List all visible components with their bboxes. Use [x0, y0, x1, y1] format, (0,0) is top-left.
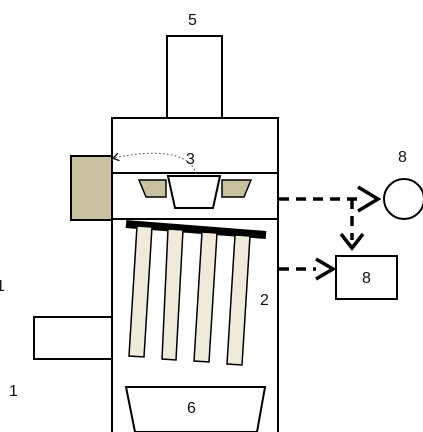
tube-sheet [125, 220, 267, 239]
label-1: 1 [9, 383, 18, 400]
arrowhead-lower [315, 257, 337, 281]
side-block [70, 155, 113, 221]
arrowhead-to-circle [357, 185, 382, 213]
external-box [335, 255, 398, 300]
label-2: 2 [260, 292, 269, 309]
filter-bag [193, 231, 218, 363]
label-5: 5 [188, 12, 197, 29]
inlet-duct [33, 316, 113, 360]
filter-bag [128, 225, 153, 358]
filter-bag [161, 228, 184, 361]
label-8-box: 8 [362, 270, 371, 287]
label-3: 3 [186, 151, 195, 168]
center-nozzle [166, 175, 222, 209]
filter-bag [226, 234, 251, 366]
dust-hopper [124, 386, 267, 432]
left-nozzle-part [137, 179, 167, 198]
label-8-top: 8 [398, 149, 407, 166]
external-circle [383, 178, 423, 220]
label-6: 6 [187, 400, 196, 417]
arrowhead-to-box [339, 232, 365, 251]
right-nozzle-part [221, 179, 253, 198]
outlet-duct [166, 35, 223, 119]
edge-mark: 1 [0, 278, 5, 295]
